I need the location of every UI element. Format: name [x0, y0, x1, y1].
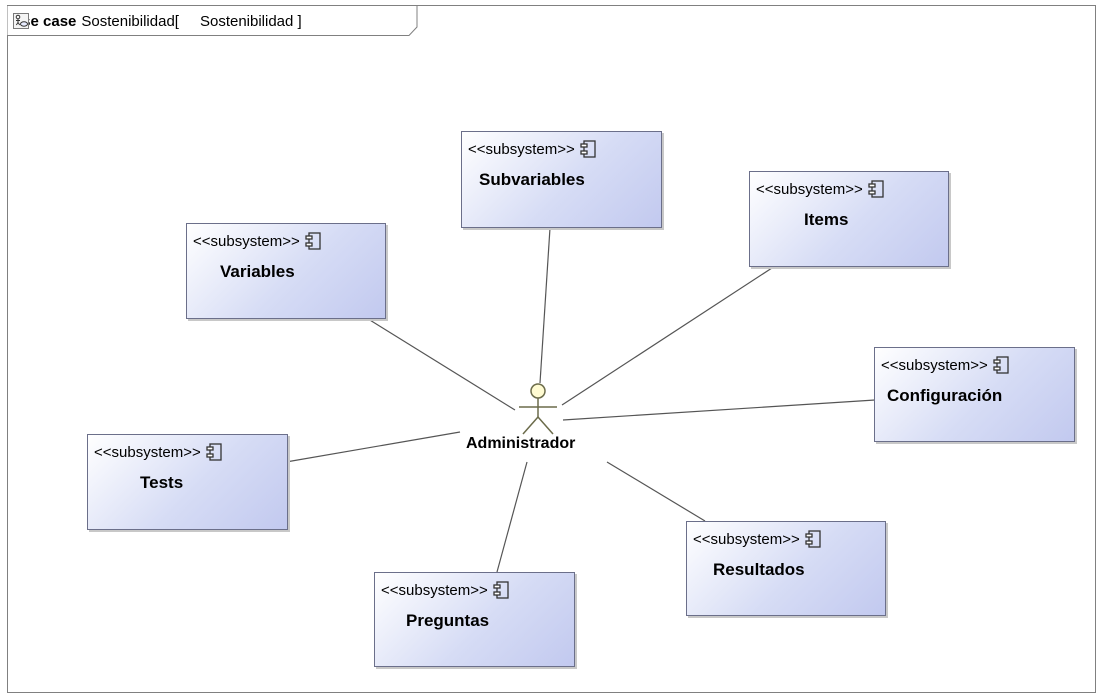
component-icon — [305, 232, 321, 250]
subsystem-configuracion[interactable]: <<subsystem>> Configuración — [874, 347, 1075, 442]
component-icon — [493, 581, 509, 599]
subsystem-subvariables[interactable]: <<subsystem>> Subvariables — [461, 131, 662, 228]
subsystem-name: Subvariables — [479, 170, 585, 189]
stereotype-label: <<subsystem>> — [193, 232, 321, 250]
frame-name: Sostenibilidad[ — [81, 13, 179, 30]
subsystem-name: Resultados — [713, 560, 805, 579]
subsystem-name: Preguntas — [406, 611, 490, 630]
association-tests[interactable] — [285, 431, 461, 463]
subsystem-name: Variables — [220, 262, 295, 281]
stereotype-label: <<subsystem>> — [94, 443, 222, 461]
stereotype-label: <<subsystem>> — [881, 356, 1009, 374]
association-configuracion[interactable] — [562, 399, 876, 421]
stereotype-label: <<subsystem>> — [468, 140, 596, 158]
frame-header-tab — [7, 5, 418, 36]
subsystem-name: Configuración — [887, 386, 1003, 405]
stereotype-label: <<subsystem>> — [381, 581, 509, 599]
actor-label: Administrador — [466, 435, 576, 452]
stereotype-label: <<subsystem>> — [756, 180, 884, 198]
use-case-diagram-icon[interactable] — [13, 13, 197, 30]
association-subvariables[interactable] — [539, 227, 551, 384]
component-icon — [206, 443, 222, 461]
component-icon — [993, 356, 1009, 374]
component-icon — [805, 530, 821, 548]
subsystem-preguntas[interactable]: <<subsystem>> Preguntas — [374, 572, 575, 667]
subsystem-resultados[interactable]: <<subsystem>> Resultados — [686, 521, 886, 616]
association-items[interactable] — [561, 265, 776, 406]
component-icon — [868, 180, 884, 198]
stereotype-label: <<subsystem>> — [693, 530, 821, 548]
subsystem-items[interactable]: <<subsystem>> Items — [749, 171, 949, 267]
frame-title: use case Sostenibilidad[ Sostenibilidad … — [13, 13, 302, 30]
subsystem-tests[interactable]: <<subsystem>> Tests — [87, 434, 288, 530]
association-resultados[interactable] — [606, 461, 706, 522]
frame-diagram-name: Sostenibilidad ] — [199, 13, 302, 30]
subsystem-variables[interactable]: <<subsystem>> Variables — [186, 223, 386, 319]
subsystem-name: Tests — [140, 473, 184, 492]
actor-stick-figure-icon[interactable] — [515, 382, 559, 442]
subsystem-name: Items — [804, 210, 849, 229]
component-icon — [580, 140, 596, 158]
association-preguntas[interactable] — [496, 461, 528, 573]
association-variables[interactable] — [364, 316, 516, 411]
